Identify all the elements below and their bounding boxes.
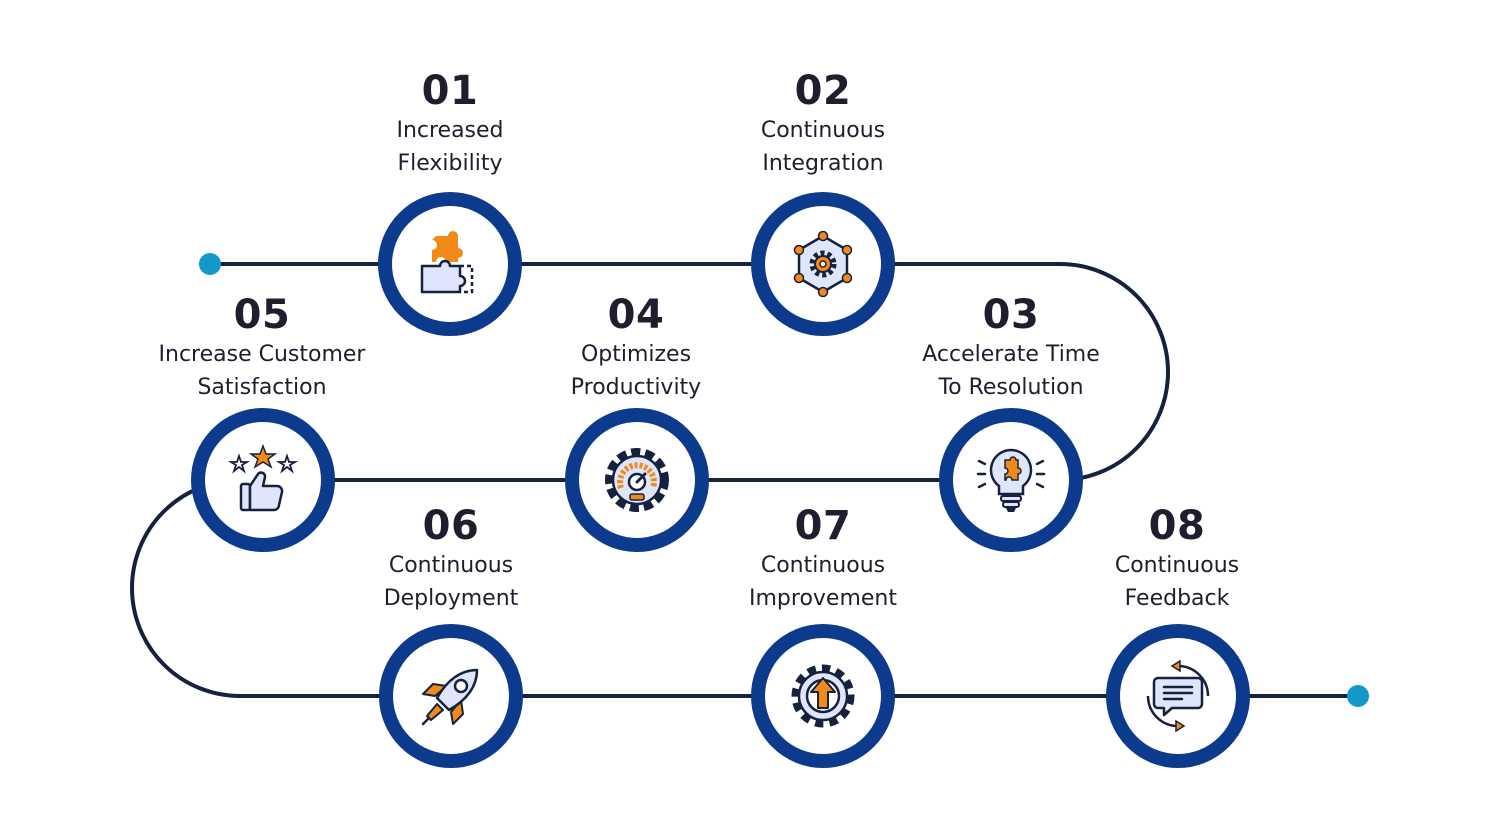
- thumbs-up-stars-icon: [227, 444, 299, 512]
- step-number: 08: [1148, 503, 1206, 549]
- step-number: 07: [794, 503, 852, 549]
- feedback-chat-icon: [1146, 660, 1210, 732]
- step-number: 03: [982, 292, 1040, 338]
- gear-arrow-up-icon: [791, 664, 855, 728]
- lightbulb-puzzle-icon: [976, 448, 1046, 512]
- step-06-icon-circle: [379, 624, 523, 768]
- gear-network-icon: [793, 230, 853, 298]
- step-number: 02: [794, 68, 852, 114]
- step-number: 05: [233, 292, 291, 338]
- puzzle-icon: [420, 231, 474, 294]
- step-number: 01: [421, 68, 479, 114]
- step-08-icon-circle: [1106, 624, 1250, 768]
- rocket-icon: [421, 668, 479, 726]
- speedometer-gear-icon: [605, 448, 669, 512]
- step-07-icon-circle: [751, 624, 895, 768]
- step-number: 04: [607, 292, 665, 338]
- step-05-icon-circle: [191, 408, 335, 552]
- start-dot: [199, 253, 221, 275]
- step-number: 06: [422, 503, 480, 549]
- end-dot: [1347, 685, 1369, 707]
